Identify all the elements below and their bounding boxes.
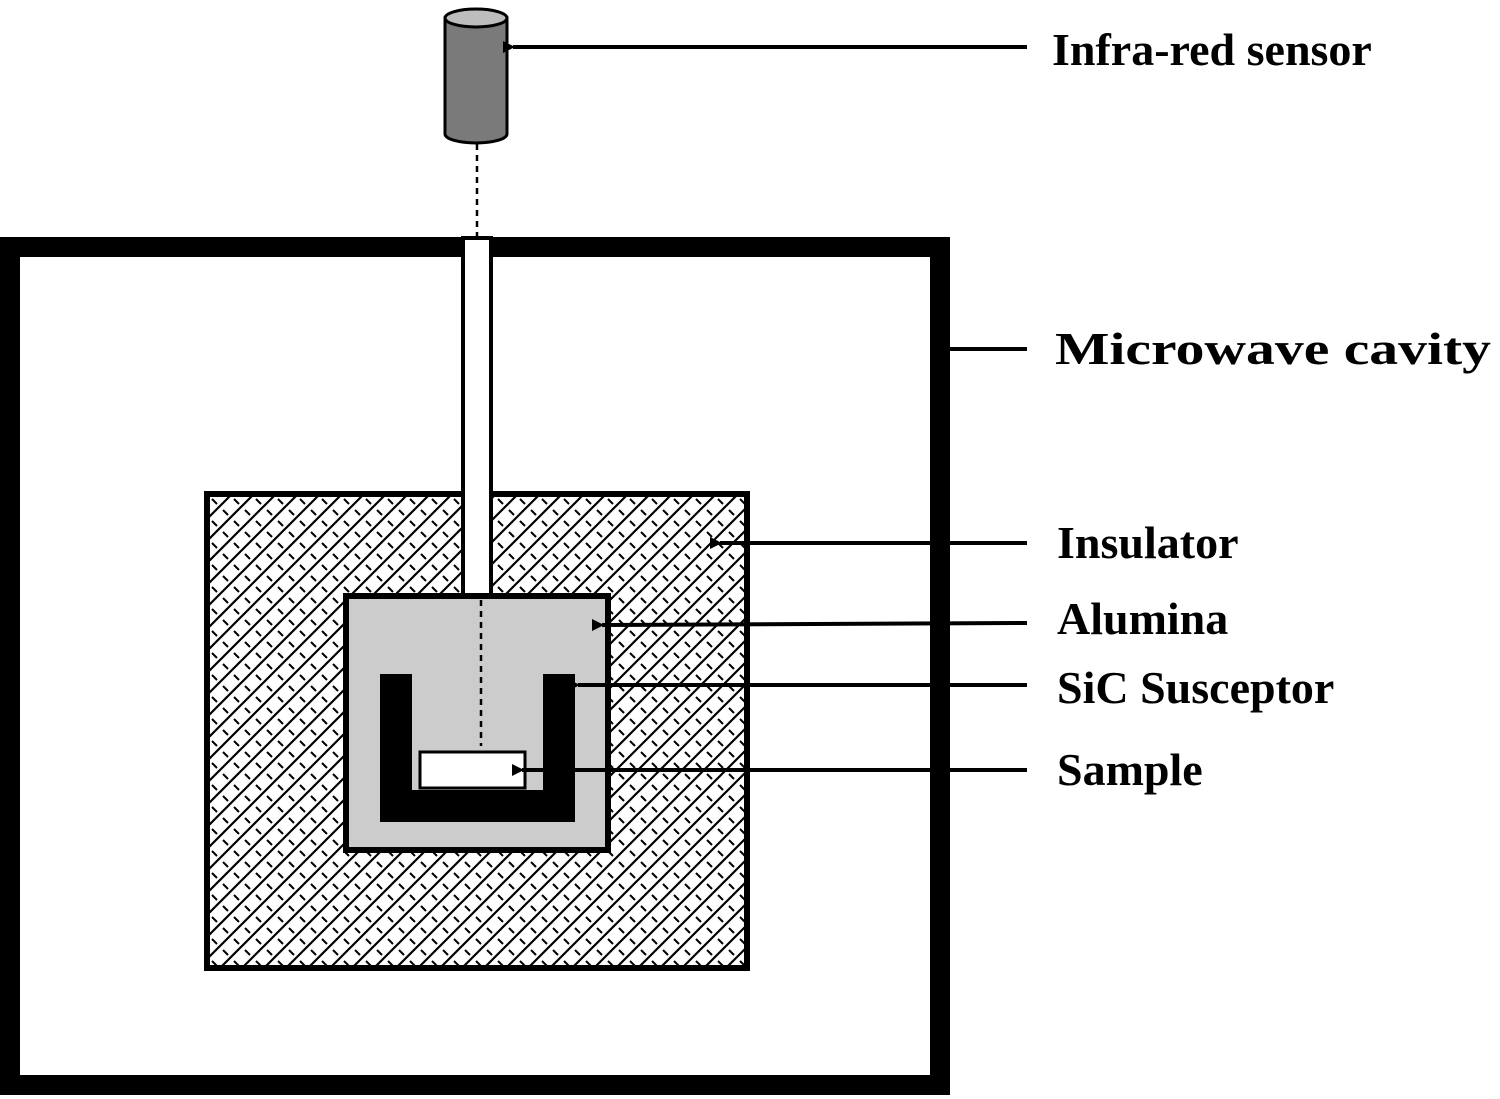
label-sic-susceptor: SiC Susceptor: [1057, 662, 1334, 713]
label-infra-red-sensor: Infra-red sensor: [1052, 24, 1372, 75]
sample-block: [418, 750, 527, 790]
label-microwave-cavity: Microwave cavity: [1055, 323, 1491, 374]
label-insulator: Insulator: [1057, 517, 1238, 568]
alumina-leader-arrow: [591, 619, 1028, 632]
label-alumina: Alumina: [1057, 593, 1228, 644]
sight-tube: [461, 236, 493, 598]
cylinder-sensor-icon: [443, 7, 509, 145]
label-sample: Sample: [1057, 744, 1203, 795]
sic-susceptor: [380, 674, 575, 822]
